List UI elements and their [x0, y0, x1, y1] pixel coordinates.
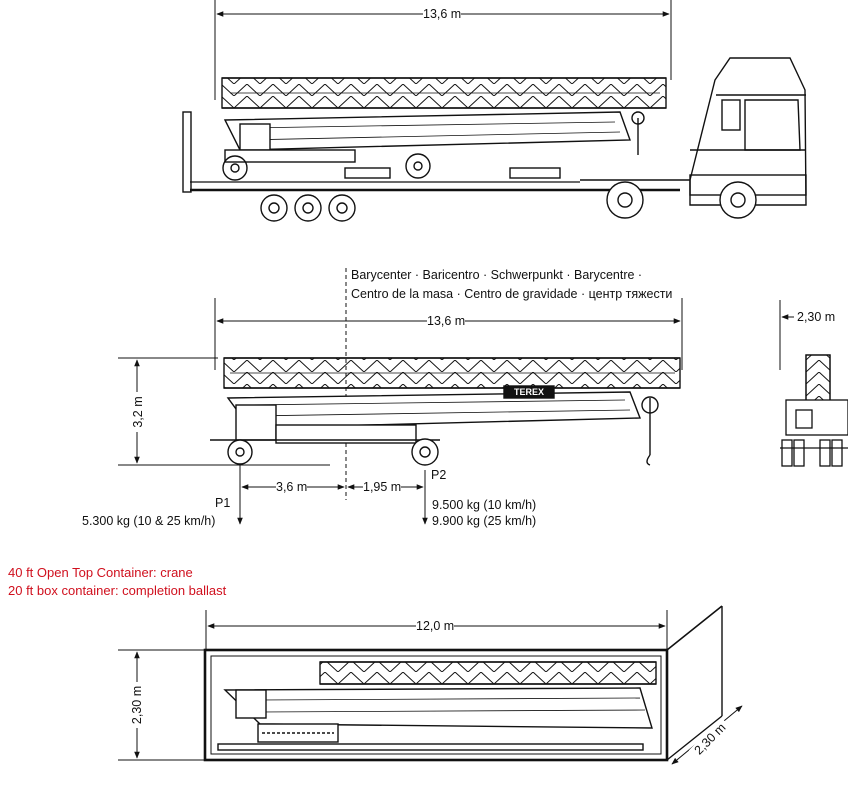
- p2-load-25: 9.900 kg (25 km/h): [432, 514, 537, 528]
- container-height-label: 2,30 m: [130, 682, 144, 728]
- container-view: [118, 605, 743, 765]
- front-view: [779, 300, 848, 467]
- p2-load-10: 9.500 kg (10 km/h): [432, 498, 537, 512]
- container-length-label: 12,0 m: [416, 619, 455, 633]
- container-note-line2: 20 ft box container: completion ballast: [8, 583, 227, 598]
- truck-length-label: 13,6 m: [423, 7, 462, 21]
- p2-distance-label: 1,95 m: [363, 480, 402, 494]
- front-width-label: 2,30 m: [797, 310, 836, 324]
- truck-transport-view: [182, 0, 807, 222]
- barycenter-label-line1: Barycenter · Baricentro · Schwerpunkt · …: [351, 268, 643, 282]
- barycenter-label-line2: Centro de la masa · Centro de gravidade …: [351, 287, 673, 301]
- container-note-line1: 40 ft Open Top Container: crane: [8, 565, 193, 580]
- axle-load-side-view: [118, 268, 683, 525]
- p2-name: P2: [431, 468, 447, 482]
- p1-name: P1: [215, 496, 231, 510]
- p1-distance-label: 3,6 m: [276, 480, 308, 494]
- side-height-label: 3,2 m: [131, 392, 145, 432]
- logo-text: TEREX: [514, 387, 545, 397]
- side-length-label: 13,6 m: [427, 314, 466, 328]
- p1-load: 5.300 kg (10 & 25 km/h): [82, 514, 216, 528]
